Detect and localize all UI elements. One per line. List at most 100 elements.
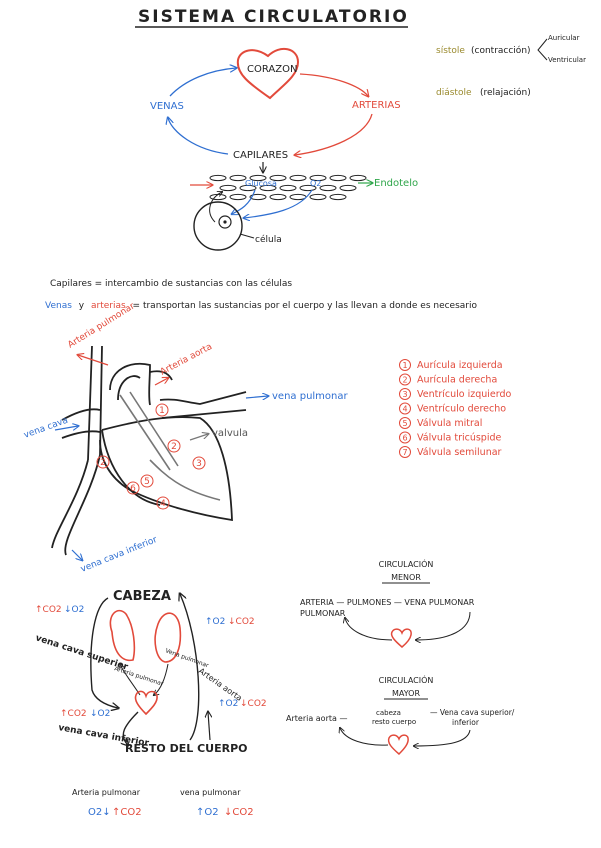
minor-left-arrow	[345, 618, 393, 641]
major-b: cabeza	[376, 709, 401, 717]
bottom-o2-up: ↑O2	[196, 807, 219, 818]
major-title-1: CIRCULACIÓN	[379, 674, 434, 685]
legend-label: Válvula mitral	[417, 418, 482, 429]
to-lungs-left	[120, 664, 141, 696]
bottom-co2-down: ↓CO2	[224, 807, 254, 818]
aorta-arrow	[154, 378, 168, 386]
arrow-heart-arteries	[299, 73, 368, 96]
major-a: Arteria aorta —	[286, 714, 347, 723]
gas-topleft-co2: ↑CO2	[35, 605, 62, 615]
gas-midleft-co2: ↑CO2	[60, 709, 87, 719]
minor-title-1: CIRCULACIÓN	[379, 558, 434, 569]
marker-5: 5	[144, 477, 150, 487]
legend-number: 5	[402, 419, 407, 428]
rest-return-arrow	[208, 712, 210, 741]
inferior-cava-label: vena cava inferior	[79, 535, 159, 575]
valve-label: valvula	[212, 428, 248, 439]
arteries-label: ARTERIAS	[352, 100, 401, 111]
major-e: inferior	[452, 718, 480, 727]
vena-cava-arrow	[54, 426, 78, 431]
legend-circle	[399, 388, 411, 400]
note-arteries-word: arterias	[91, 301, 126, 311]
cell-pointer	[239, 233, 255, 239]
legend-circle	[399, 417, 411, 429]
inf-cava-label: vena cava inferior	[57, 723, 150, 749]
oxygen-label: O2	[310, 179, 321, 188]
small-heart	[134, 690, 158, 716]
bottom-o2-down: O2↓	[88, 807, 111, 818]
glucose-label: Glucosa	[245, 179, 277, 188]
legend-number: 2	[402, 376, 407, 385]
lung-right	[154, 612, 182, 663]
legend-circle	[399, 359, 411, 371]
marker-6: 6	[130, 484, 136, 494]
systole-label: sístole	[436, 46, 465, 56]
heart-shape	[236, 47, 300, 100]
diastole-desc: (relajación)	[480, 87, 531, 98]
major-right-arrow	[414, 729, 471, 746]
systole-brace	[537, 38, 548, 61]
exchange-arrow-2	[244, 189, 313, 218]
legend-number: 7	[402, 448, 407, 457]
inferior-cava-arrow	[71, 549, 82, 560]
rest-label: RESTO DEL CUERPO	[125, 742, 247, 755]
marker-2-right: 2	[171, 442, 177, 452]
veins-label: VENAS	[150, 101, 184, 112]
pulmonary-vein-arrow	[245, 396, 268, 398]
legend-number: 1	[402, 361, 407, 370]
note-capillaries: Capilares = intercambio de sustancias co…	[50, 278, 292, 289]
heart-anatomy	[51, 345, 247, 556]
legend-label: Ventrículo izquierdo	[417, 389, 512, 400]
aorta-body-label: Arteria aorta	[197, 666, 244, 703]
head-label: CABEZA	[113, 589, 171, 604]
major-title-2: MAYOR	[392, 689, 421, 698]
legend-number: 4	[402, 405, 407, 414]
ventricular-label: Ventricular	[548, 56, 586, 64]
cell-nucleolus	[223, 220, 227, 224]
legend-number: 6	[402, 434, 407, 443]
head-left-arrow	[90, 597, 118, 708]
legend-label: Ventrículo derecho	[417, 404, 506, 415]
capillaries-label: CAPILARES	[233, 150, 288, 161]
legend-label: Aurícula izquierda	[417, 360, 503, 371]
page-title: SISTEMA CIRCULATORIO	[138, 7, 409, 27]
legend-label: Válvula tricúspide	[417, 433, 502, 444]
major-heart	[387, 734, 409, 756]
atrial-label: Auricular	[548, 34, 580, 42]
aorta-label: Arteria aorta	[159, 342, 214, 378]
legend-label: Aurícula derecha	[417, 375, 497, 386]
legend-circle	[399, 373, 411, 386]
valve-arrow	[189, 434, 208, 441]
heart-septum	[119, 391, 221, 501]
endothelium-label: Endotelo	[374, 178, 418, 189]
marker-1: 1	[159, 406, 165, 416]
note-veins-word: Venas	[45, 301, 72, 311]
heart-label: CORAZON	[247, 64, 297, 75]
legend-circle	[399, 402, 411, 415]
gas-midright-co2: ↓CO2	[240, 699, 267, 709]
minor-sub: PULMONAR	[300, 609, 346, 618]
gas-topright-o2: ↑O2	[205, 617, 225, 627]
minor-heart	[390, 628, 412, 648]
marker-4: 4	[160, 499, 166, 509]
diastole-label: diástole	[436, 88, 472, 98]
note-rest: = transportan las sustancias por el cuer…	[133, 301, 478, 311]
legend-label: Válvula semilunar	[417, 447, 502, 458]
minor-title-2: MENOR	[391, 573, 421, 582]
arrow-veins-heart	[169, 68, 236, 97]
marker-3: 3	[196, 459, 202, 469]
bottom-co2-up: ↑CO2	[112, 807, 142, 818]
cell-label: célula	[255, 234, 282, 245]
to-rest-left	[123, 711, 139, 745]
gas-midright-o2: ↑O2	[218, 699, 238, 709]
arrow-arteries-capillaries	[295, 113, 373, 155]
note-vessels: Venas y arterias = transportan las susta…	[45, 301, 477, 311]
minor-text: ARTERIA — PULMONES — VENA PULMONAR	[300, 598, 475, 607]
exchange-arrow-1	[232, 189, 256, 214]
sup-cava-label: vena cava superior	[34, 633, 129, 673]
gas-topright-co2: ↓CO2	[228, 617, 255, 627]
pulmonary-vein-label: vena pulmonar	[272, 391, 349, 402]
legend-circle	[399, 446, 411, 458]
